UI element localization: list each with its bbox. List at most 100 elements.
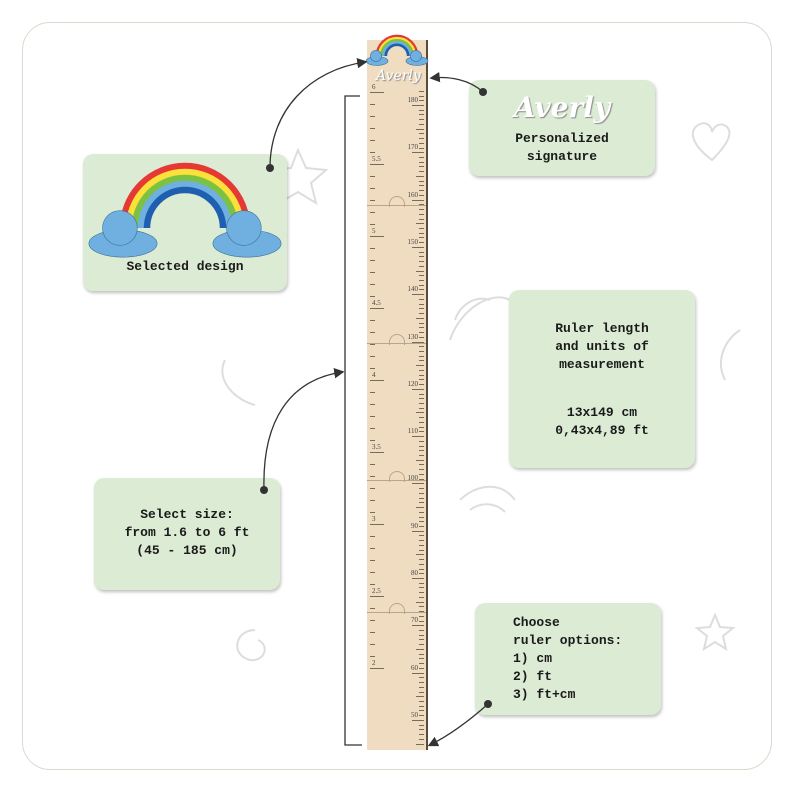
cm-tick — [419, 322, 424, 324]
cm-tick — [419, 478, 424, 480]
ft-tick — [370, 416, 375, 417]
cm-tick — [419, 398, 424, 400]
cm-tick — [419, 573, 424, 575]
ft-tick — [370, 332, 375, 333]
ft-tick — [370, 284, 375, 285]
cm-tick — [419, 426, 424, 428]
cm-tick — [419, 734, 424, 736]
cm-tick — [416, 317, 424, 319]
signature-label: Personalized signature — [515, 131, 609, 164]
cm-tick — [419, 218, 424, 220]
cm-tick — [412, 246, 424, 248]
ft-label: 2 — [372, 659, 376, 667]
cm-tick — [419, 180, 424, 182]
cm-tick — [412, 483, 424, 485]
puzzle-joint — [367, 334, 426, 345]
cm-tick — [419, 582, 424, 584]
cm-label: 130 — [407, 332, 419, 341]
puzzle-joint — [367, 603, 426, 614]
cm-label: 100 — [407, 474, 419, 483]
cm-tick — [416, 412, 424, 414]
cm-tick — [419, 540, 424, 542]
cm-tick — [419, 350, 424, 352]
cm-tick — [419, 445, 424, 447]
cm-tick — [412, 152, 424, 154]
ft-label: 4 — [372, 371, 376, 379]
swirl-icon — [221, 359, 256, 406]
cm-label: 80 — [411, 569, 418, 577]
cm-label: 160 — [407, 190, 419, 199]
ft-tick — [370, 608, 375, 609]
cm-tick — [416, 696, 424, 698]
cm-tick — [419, 369, 424, 371]
cm-tick — [419, 119, 424, 121]
cm-tick — [419, 379, 424, 381]
cm-tick — [419, 261, 424, 263]
ft-tick — [370, 224, 375, 225]
cm-tick — [419, 114, 424, 116]
ft-label: 5.5 — [372, 155, 381, 163]
cm-tick — [412, 530, 424, 532]
cm-tick — [419, 100, 424, 102]
cm-tick — [419, 634, 424, 636]
cm-label: 90 — [411, 521, 418, 530]
cm-tick — [419, 346, 424, 348]
select-size-label: Select size: from 1.6 to 6 ft (45 - 185 … — [124, 507, 250, 558]
ft-tick — [370, 392, 375, 393]
cm-tick — [419, 284, 424, 286]
ft-tick — [370, 212, 375, 213]
cm-tick — [416, 270, 424, 272]
ft-tick — [370, 320, 375, 321]
star-icon — [694, 612, 736, 652]
ft-tick — [370, 272, 375, 273]
cm-label: 120 — [407, 379, 419, 388]
ft-tick — [370, 200, 375, 201]
ft-tick — [370, 152, 375, 153]
cm-tick — [419, 729, 424, 731]
cm-tick — [419, 374, 424, 376]
ft-tick — [370, 404, 375, 405]
card-selected-design: Selected design — [83, 154, 287, 291]
cm-tick — [419, 450, 424, 452]
ft-tick — [370, 380, 384, 381]
cm-label: 70 — [411, 616, 418, 625]
ft-tick — [370, 464, 375, 465]
ft-tick — [370, 104, 375, 105]
ft-label: 3.5 — [372, 443, 381, 451]
cm-tick — [419, 204, 424, 206]
cm-tick — [419, 123, 424, 125]
cm-tick — [419, 303, 424, 305]
cm-tick — [419, 251, 424, 253]
cm-tick — [416, 743, 424, 745]
ft-tick — [370, 368, 375, 369]
cm-tick — [412, 388, 424, 390]
cm-tick — [419, 275, 424, 277]
cm-tick — [419, 431, 424, 433]
ft-tick — [370, 116, 375, 117]
cm-tick — [419, 360, 424, 362]
ft-tick — [370, 524, 384, 525]
cm-tick — [416, 223, 424, 225]
cm-tick — [419, 227, 424, 229]
ft-tick — [370, 500, 375, 501]
cm-tick — [419, 147, 424, 149]
cm-tick — [416, 128, 424, 130]
cm-label: 140 — [407, 285, 419, 294]
cm-tick — [419, 663, 424, 665]
cm-tick — [419, 620, 424, 622]
cm-tick — [412, 672, 424, 674]
length-title: Ruler length and units of measurement — [555, 321, 649, 372]
cm-tick — [419, 157, 424, 159]
cm-tick — [419, 592, 424, 594]
cm-tick — [419, 336, 424, 338]
puzzle-joint — [367, 196, 426, 207]
cm-tick — [419, 142, 424, 144]
cm-tick — [419, 265, 424, 267]
cm-tick — [419, 384, 424, 386]
cm-tick — [419, 488, 424, 490]
cm-tick — [416, 601, 424, 603]
cm-label: 170 — [407, 143, 419, 152]
cm-tick — [419, 700, 424, 702]
cm-label: 150 — [407, 237, 419, 246]
